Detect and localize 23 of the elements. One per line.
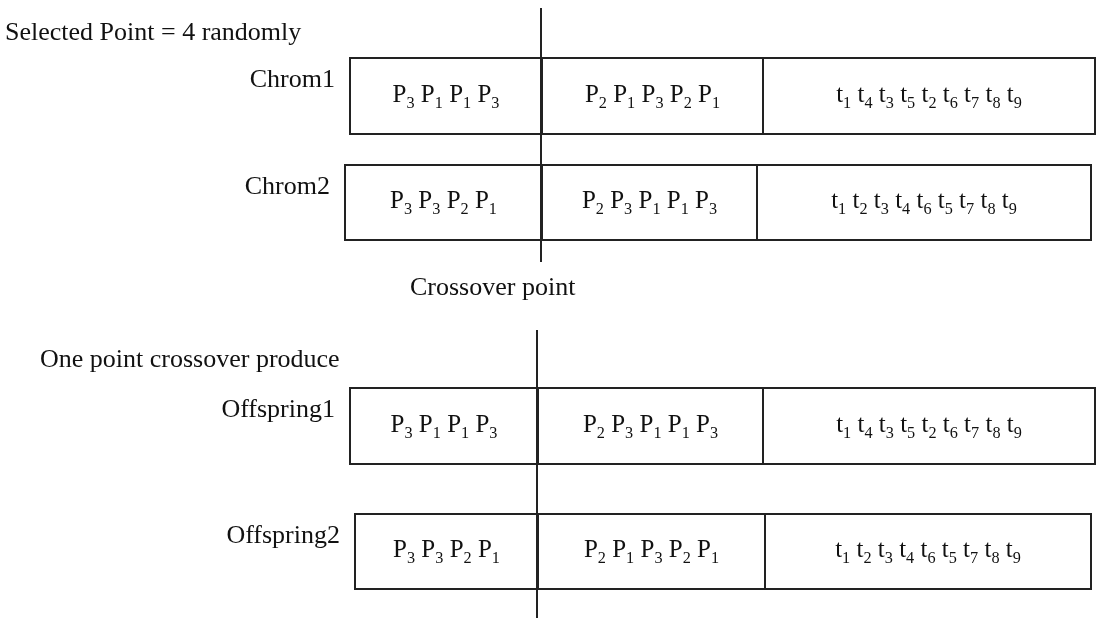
gene-sequence: t$_{1}$ t$_{2}$ t$_{3}$ t$_{4}$ t$_{6}$ t$_{5}$ t$_{7}$ t$_{8}$ t$_{9}$ (831, 186, 1017, 219)
row-label: Chrom2 (244, 171, 330, 201)
gene-sequence: P$_{2}$ P$_{3}$ P$_{1}$ P$_{1}$ P$_{3}$ (581, 186, 718, 219)
gene-sequence: P$_{2}$ P$_{1}$ P$_{3}$ P$_{2}$ P$_{1}$ (583, 535, 720, 568)
annotation-text: Crossover point (410, 272, 576, 302)
chromosome-row (349, 57, 1096, 135)
gene-sequence: t$_{1}$ t$_{4}$ t$_{3}$ t$_{5}$ t$_{2}$ t$_{6}$ t$_{7}$ t$_{8}$ t$_{9}$ (836, 409, 1022, 443)
chromosome-row (349, 387, 1096, 465)
gene-sequence: P$_{3}$ P$_{1}$ P$_{1}$ P$_{3}$ (392, 79, 500, 113)
gene-sequence: t$_{1}$ t$_{4}$ t$_{3}$ t$_{5}$ t$_{2}$ t$_{6}$ t$_{7}$ t$_{8}$ t$_{9}$ (836, 79, 1022, 113)
gene-sequence: P$_{3}$ P$_{3}$ P$_{2}$ P$_{1}$ (390, 186, 497, 219)
row-label: Offspring1 (221, 394, 335, 424)
row-label: Offspring2 (226, 520, 340, 550)
chromosome-row (354, 513, 1092, 590)
gene-sequence: P$_{2}$ P$_{1}$ P$_{3}$ P$_{2}$ P$_{1}$ (584, 79, 721, 113)
gene-sequence: t$_{1}$ t$_{2}$ t$_{3}$ t$_{4}$ t$_{6}$ t$_{5}$ t$_{7}$ t$_{8}$ t$_{9}$ (835, 535, 1021, 568)
annotation-text: One point crossover produce (40, 344, 340, 374)
chromosome-row (344, 164, 1092, 241)
gene-sequence: P$_{2}$ P$_{3}$ P$_{1}$ P$_{1}$ P$_{3}$ (582, 409, 719, 443)
gene-sequence: P$_{3}$ P$_{3}$ P$_{2}$ P$_{1}$ (393, 535, 500, 568)
annotation-text: Selected Point = 4 randomly (5, 17, 302, 47)
row-label: Chrom1 (249, 64, 335, 94)
gene-sequence: P$_{3}$ P$_{1}$ P$_{1}$ P$_{3}$ (390, 409, 498, 443)
